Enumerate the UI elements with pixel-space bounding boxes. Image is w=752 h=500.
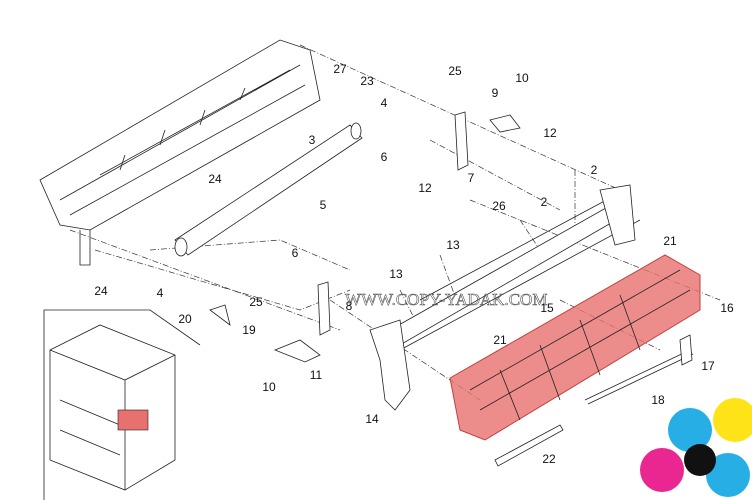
rod-and-strip (494, 334, 694, 467)
callout-label: 6 (381, 150, 388, 164)
callout-label: 11 (310, 368, 323, 382)
callout-label: 10 (262, 380, 276, 394)
callout-label: 2 (591, 163, 598, 177)
callout-label: 12 (418, 181, 432, 195)
callout-label: 7 (468, 171, 475, 185)
callout-label: 3 (309, 133, 316, 147)
callout-label: 13 (389, 267, 403, 281)
callout-label: 17 (701, 359, 715, 373)
callout-label: 2 (541, 195, 548, 209)
assembly-lines (69, 44, 721, 401)
callout-label: 19 (242, 323, 256, 337)
callout-label: 13 (446, 238, 460, 252)
inset-copier (43, 309, 201, 500)
callout-label: 9 (492, 86, 499, 100)
callout-label: 4 (381, 96, 388, 110)
callout-label: 15 (540, 301, 554, 315)
callout-label: 10 (515, 71, 529, 85)
heat-roller (174, 122, 363, 257)
watermark-text: WWW.COPY-YADAK.COM (345, 290, 547, 309)
callout-label: 26 (492, 199, 506, 213)
callout-label: 8 (346, 299, 353, 313)
callout-label: 23 (360, 74, 374, 88)
callout-label: 22 (542, 452, 556, 466)
fuser-frame (39, 39, 321, 266)
highlighted-exit-guide (449, 254, 701, 441)
callout-label: 18 (651, 393, 665, 407)
callout-label: 12 (543, 126, 557, 140)
part-callouts: 27 23 25 10 4 9 3 6 7 12 2 24 5 12 26 2 13 21 6 13 4 24 25 8 15 1… (94, 62, 734, 466)
brackets (209, 111, 521, 363)
callout-label: 24 (208, 172, 222, 186)
callout-label: 21 (663, 234, 677, 248)
callout-label: 4 (157, 286, 164, 300)
callout-label: 24 (94, 284, 108, 298)
callout-label: 25 (448, 64, 462, 78)
callout-label: 27 (333, 62, 347, 76)
callout-label: 16 (720, 301, 734, 315)
guide-rail (369, 184, 641, 411)
cmyk-logo (640, 398, 752, 497)
callout-label: 25 (249, 295, 263, 309)
callout-label: 20 (178, 312, 192, 326)
callout-label: 6 (292, 246, 299, 260)
callout-label: 5 (320, 198, 327, 212)
callout-label: 21 (493, 333, 507, 347)
callout-label: 14 (365, 412, 379, 426)
